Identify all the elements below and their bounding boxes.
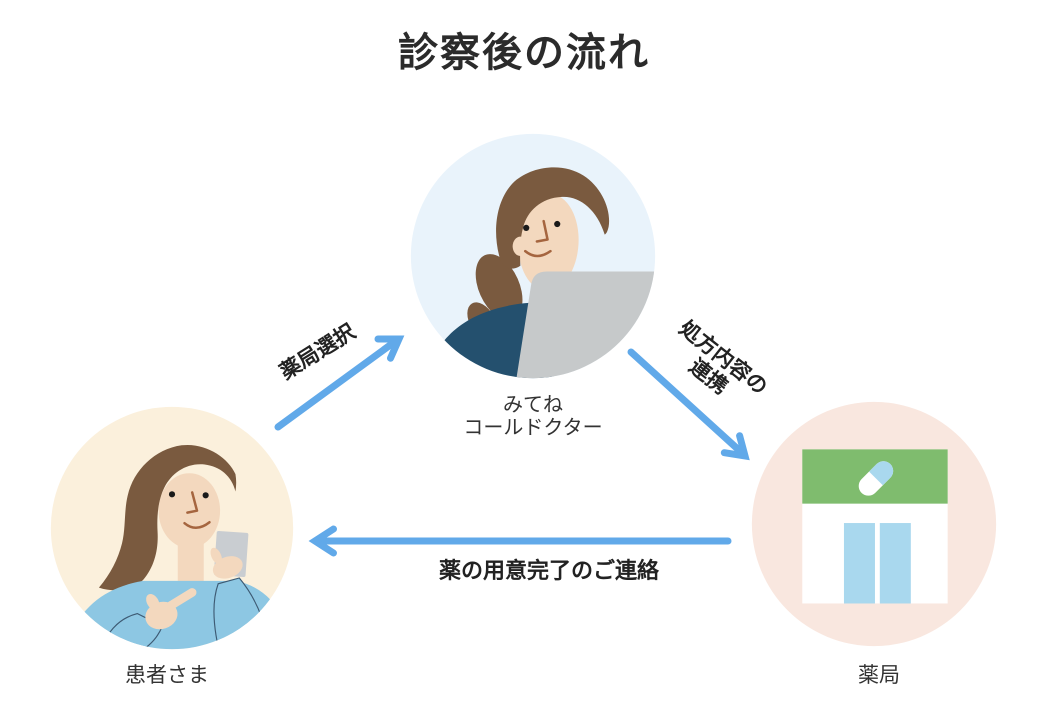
patient-face bbox=[158, 473, 221, 549]
pharmacy-building bbox=[802, 449, 948, 604]
doctor-nose bbox=[535, 219, 549, 243]
doctor-figure bbox=[424, 167, 656, 379]
pharmacy-storefront-illustration bbox=[751, 401, 997, 647]
laptop bbox=[515, 271, 656, 379]
capsule-icon bbox=[858, 461, 894, 496]
pharmacy-door-right bbox=[879, 523, 911, 604]
doctor-label-line1: みてね bbox=[503, 392, 563, 416]
doctor-eye-left bbox=[523, 224, 530, 231]
doctor-hair bbox=[496, 167, 610, 269]
doctor-label: みてね コールドクター bbox=[423, 393, 643, 439]
node-pharmacy bbox=[748, 398, 1000, 650]
doctor-ponytail bbox=[475, 254, 523, 320]
patient-nose bbox=[186, 491, 199, 514]
node-doctor bbox=[407, 130, 659, 382]
doctor-eye-right bbox=[554, 220, 561, 228]
patient-with-smartphone-illustration bbox=[50, 406, 294, 650]
arrow-doctor-to-pharmacy bbox=[627, 348, 750, 461]
patient-smile bbox=[183, 520, 211, 530]
patient-label: 患者さま bbox=[125, 663, 209, 687]
patient-neck bbox=[177, 543, 204, 584]
doctor-face bbox=[518, 194, 579, 291]
node-patient bbox=[47, 403, 297, 653]
patient-hair bbox=[98, 444, 237, 591]
page-title: 診察後の流れ bbox=[398, 30, 650, 76]
doctor-smile bbox=[523, 249, 552, 258]
pharmacy-door-left bbox=[843, 523, 875, 604]
doctor-label-line2: コールドクター bbox=[463, 415, 603, 439]
arrow-patient-to-doctor bbox=[274, 335, 405, 431]
arrow-pharmacy-to-patient bbox=[308, 525, 732, 557]
patient-pointing-finger bbox=[158, 588, 197, 616]
patient-eye-right bbox=[202, 492, 209, 499]
patient-eye-left bbox=[168, 491, 176, 498]
doctor-at-laptop-illustration bbox=[410, 133, 656, 379]
arrow-label-medicine-ready: 薬の用意完了のご連絡 bbox=[438, 559, 660, 584]
pharmacy-label: 薬局 bbox=[858, 663, 900, 687]
